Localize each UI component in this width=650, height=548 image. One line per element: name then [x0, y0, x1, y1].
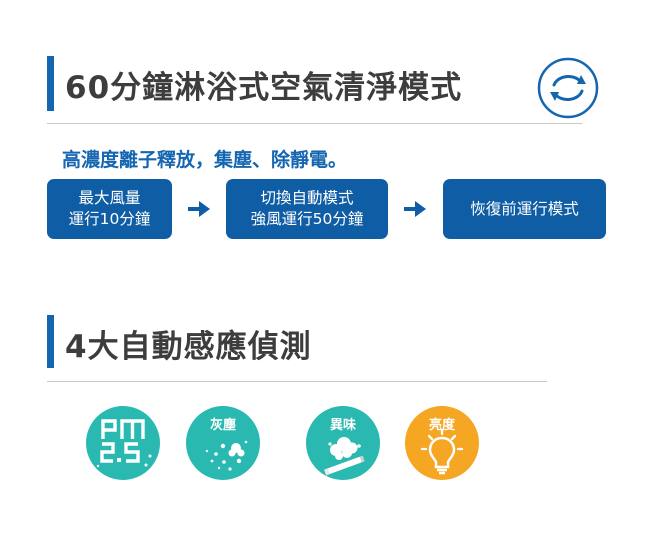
- odor-label: 異味: [329, 418, 356, 433]
- section-1-divider: [47, 123, 582, 124]
- step-2-line-2: 強風運行50分鐘: [250, 210, 364, 228]
- arrow-right-icon: [188, 201, 210, 217]
- brightness-label: 亮度: [428, 418, 455, 433]
- circular-arrows-icon: [537, 57, 599, 119]
- sensor-odor: 異味: [306, 406, 380, 480]
- odor-cigarette-icon: [324, 437, 365, 476]
- step-2-line-1: 切換自動模式: [260, 189, 354, 207]
- arrow-right-icon: [404, 201, 426, 217]
- section-2-title: 4大自動感應偵測: [65, 329, 312, 365]
- light-bulb-icon: [420, 428, 464, 475]
- sensor-brightness: 亮度: [405, 406, 479, 480]
- sensor-pm25: PM 2.5: [86, 406, 160, 480]
- step-restore-mode: 恢復前運行模式: [443, 179, 606, 239]
- section-2-accent-bar: [47, 315, 54, 368]
- section-1-title: 60分鐘淋浴式空氣清淨模式: [65, 70, 463, 106]
- section-1-subtitle: 高濃度離子釋放，集塵、除靜電。: [62, 149, 348, 171]
- pm25-icon: [96, 419, 152, 468]
- dust-label: 灰塵: [209, 418, 236, 433]
- section-2-divider: [47, 381, 547, 382]
- step-1-line-2: 運行10分鐘: [68, 210, 151, 228]
- dust-icon: [205, 440, 248, 471]
- sensor-dust: 灰塵: [186, 406, 260, 480]
- step-1-line-1: 最大風量: [78, 189, 141, 207]
- section-1-accent-bar: [47, 56, 54, 111]
- step-3-line-1: 恢復前運行模式: [470, 199, 579, 218]
- step-max-fan: 最大風量 運行10分鐘: [47, 179, 172, 239]
- step-auto-mode: 切換自動模式 強風運行50分鐘: [226, 179, 388, 239]
